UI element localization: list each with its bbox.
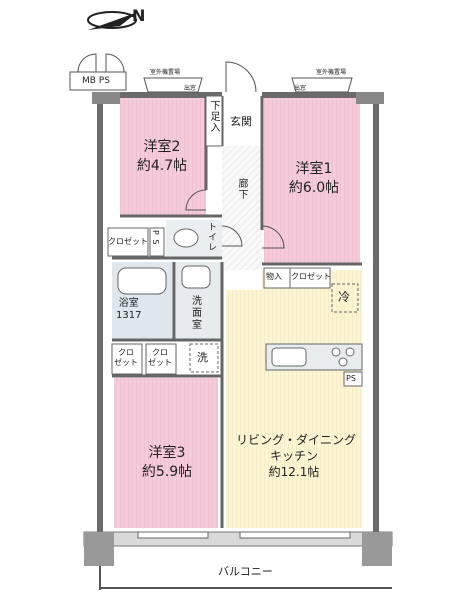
inner-walls	[112, 96, 362, 528]
bay-window-left	[143, 77, 203, 93]
room-name: 浴室	[118, 298, 139, 309]
room-name: 洗	[192, 296, 202, 307]
ps-kitchen-label: PS	[346, 374, 356, 383]
closet-top-label: クロゼット	[108, 237, 148, 246]
room-name: リビング・ダイニング	[236, 433, 357, 447]
compass-label: N	[132, 6, 146, 25]
fridge-space	[331, 283, 359, 313]
room-name-2: キッチン	[269, 449, 318, 464]
room-size: 約12.1帖	[268, 465, 320, 480]
fridge-label: 冷	[338, 290, 351, 304]
shoe-storage-label: 下足入	[208, 100, 219, 133]
toilet-label: トイレ	[206, 222, 216, 252]
closet-b-line1: クロ	[152, 348, 168, 357]
closet-a-line2: ゼット	[114, 358, 138, 368]
corridor-label: 廊下	[236, 178, 247, 200]
door-swing	[185, 189, 207, 211]
ps-box	[149, 227, 165, 257]
closet-box	[145, 343, 177, 375]
closet-b-label: クロ ゼット	[148, 348, 172, 369]
western-room-1-label: 洋室1 約6.0帖	[282, 160, 346, 198]
pillar	[362, 532, 392, 566]
closet-a-label: クロ ゼット	[114, 348, 138, 369]
washbasin-icon	[181, 265, 211, 289]
sink-icon	[271, 347, 307, 367]
room-name-2: 面	[192, 308, 202, 319]
western-room-2-label: 洋室2 約4.7帖	[132, 138, 192, 176]
bay-left-label: 出窓	[184, 85, 197, 92]
room-name: 洋室1	[295, 161, 333, 177]
closet-b-line2: ゼット	[148, 358, 172, 368]
room-name: 洋室3	[148, 445, 186, 461]
mbps-label: MB PS	[82, 76, 110, 86]
corridor-floor	[222, 146, 262, 270]
entrance-label: 玄関	[230, 115, 252, 128]
western-room-3	[114, 378, 218, 528]
door-swing	[105, 53, 125, 73]
room-size: 約5.9帖	[141, 463, 193, 480]
door-swing	[77, 53, 97, 73]
ldk-label: リビング・ダイニング キッチン 約12.1帖	[236, 432, 357, 481]
washer-space	[189, 343, 219, 373]
closet-a-line1: クロ	[118, 348, 134, 357]
door-swing	[261, 225, 285, 249]
stove-icon	[331, 347, 355, 367]
window	[137, 531, 209, 539]
bath-label: 浴室 1317	[116, 298, 141, 322]
window-left-label: 室外機置場	[150, 69, 181, 76]
room-name-3: 室	[192, 320, 202, 331]
closet-box	[111, 343, 143, 375]
washer-label: 洗	[197, 351, 208, 364]
pillar	[92, 92, 120, 104]
pillar	[84, 532, 114, 566]
closet-box	[107, 227, 149, 257]
room-size: 約4.7帖	[136, 157, 188, 174]
bay-window-right	[291, 77, 353, 93]
room-size: 1317	[116, 310, 142, 321]
door-swing	[221, 225, 243, 247]
shoe-storage-box	[205, 95, 223, 147]
walls	[97, 92, 379, 532]
ps-top-label: P S	[151, 230, 160, 246]
window	[239, 531, 351, 539]
room-size: 約6.0帖	[288, 179, 340, 196]
toilet-icon	[173, 228, 199, 248]
ldk-room	[226, 270, 362, 528]
western-room-3-label: 洋室3 約5.9帖	[134, 444, 200, 482]
window-right-label: 室外機置場	[316, 69, 347, 76]
entrance-door	[225, 61, 257, 93]
bathtub-icon	[117, 267, 167, 295]
pillar	[356, 92, 384, 104]
bay-right-label: 出窓	[294, 85, 307, 92]
room-name: 洋室2	[143, 139, 181, 155]
washroom-label: 洗 面 室	[192, 296, 202, 332]
closet-box	[289, 267, 331, 289]
storage-label: 物入	[266, 272, 282, 281]
balcony-label: バルコニー	[218, 565, 273, 578]
compass-icon	[87, 11, 138, 30]
closet-right-label: クロゼット	[291, 272, 331, 281]
ps-box	[343, 371, 363, 387]
mbps-box	[69, 71, 127, 91]
